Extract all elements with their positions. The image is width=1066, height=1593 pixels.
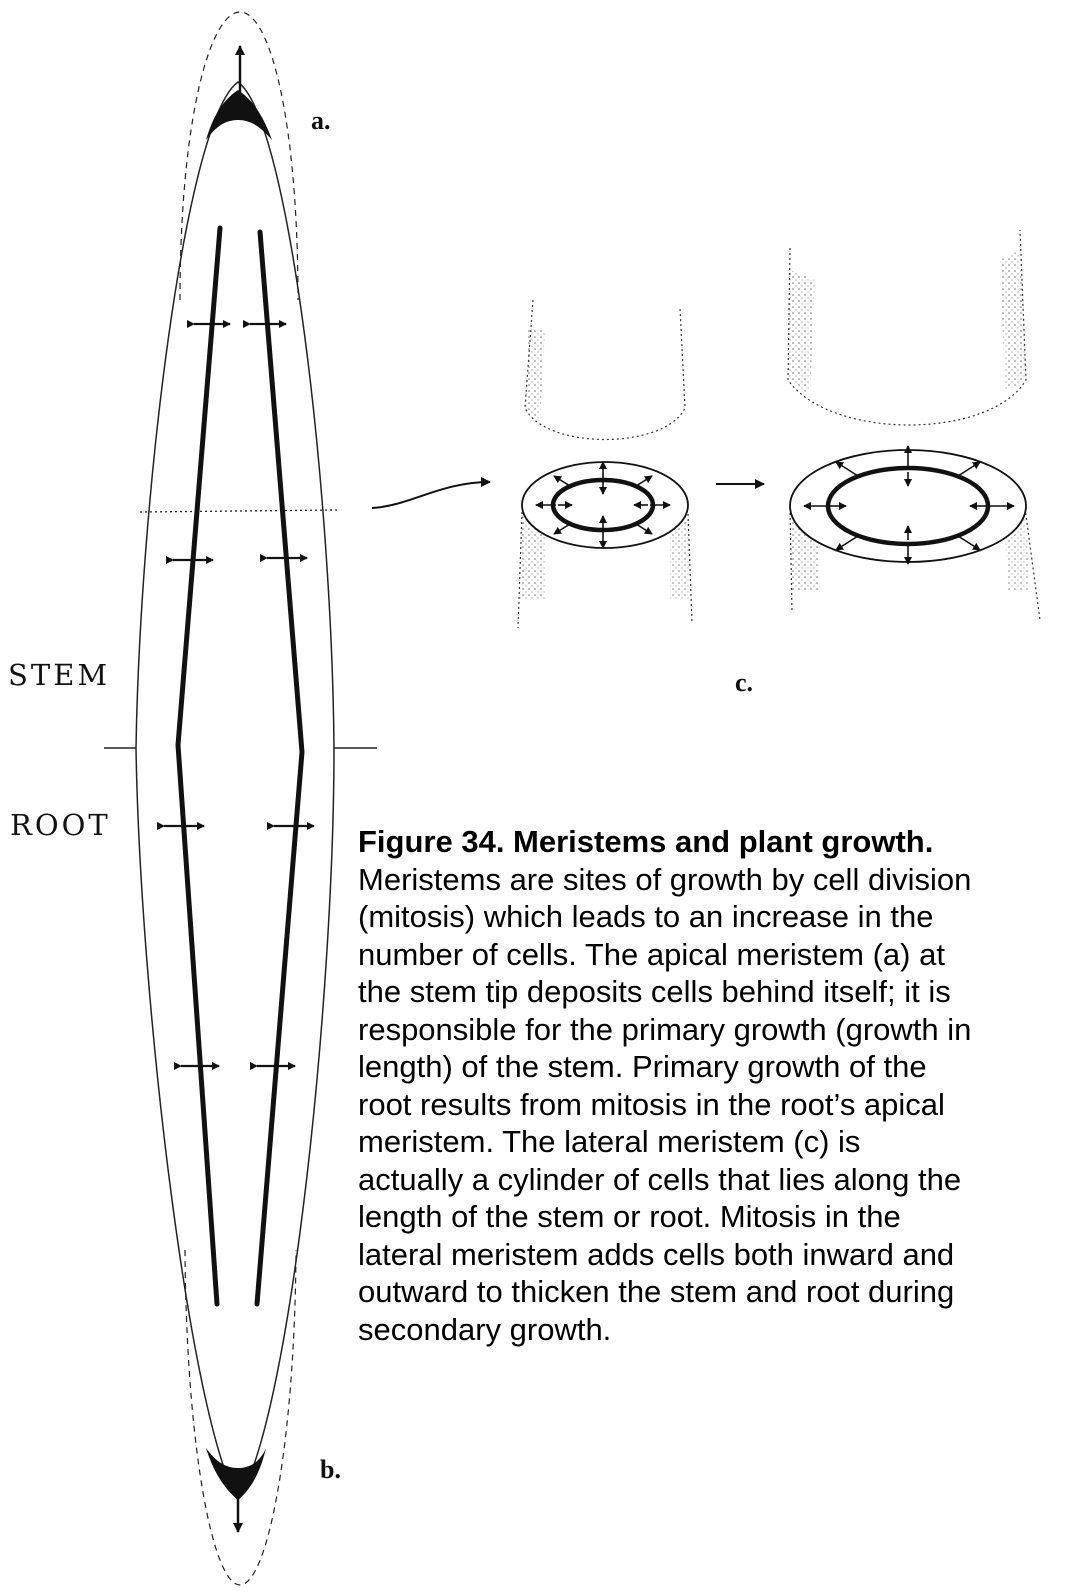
lateral-meristem-section-mature: [788, 230, 1040, 620]
upper-cylinder-mature-shade-right: [1000, 250, 1026, 392]
label-stem: STEM: [8, 658, 110, 692]
caption-line: meristem. The lateral meristem (c) is: [358, 1123, 1066, 1161]
thickening-arrows: [164, 324, 314, 1066]
right-cambium-line: [257, 232, 302, 1304]
lateral-meristem-lines: [178, 228, 302, 1304]
caption-line: length) of the stem. Primary growth of t…: [358, 1048, 1066, 1086]
caption-line: secondary growth.: [358, 1311, 1066, 1349]
upper-cylinder-young-shade: [525, 330, 545, 420]
plant-body: [104, 12, 377, 1585]
root-tip-dashed-outline: [185, 1250, 296, 1585]
caption-title: Figure 34. Meristems and plant growth.: [358, 823, 1066, 861]
left-cambium-line: [178, 228, 220, 1304]
upper-cylinder-mature: [788, 230, 1026, 425]
label-b: b.: [320, 1455, 341, 1485]
upper-cylinder-mature-shade-left: [788, 270, 815, 395]
shoot-apical-meristem: [206, 90, 272, 140]
caption-line: the stem tip deposits cells behind itsel…: [358, 973, 1066, 1011]
caption-line: actually a cylinder of cells that lies a…: [358, 1161, 1066, 1199]
section-dotted-line: [140, 510, 338, 512]
label-a: a.: [311, 106, 331, 136]
lateral-meristem-section-young: [518, 300, 692, 628]
label-root: ROOT: [10, 808, 111, 842]
caption-line: length of the stem or root. Mitosis in t…: [358, 1198, 1066, 1236]
label-c: c.: [735, 668, 753, 698]
caption-line: root results from mitosis in the root’s …: [358, 1086, 1066, 1124]
caption-line: number of cells. The apical meristem (a)…: [358, 936, 1066, 974]
caption-line: Meristems are sites of growth by cell di…: [358, 861, 1066, 899]
caption-line: lateral meristem adds cells both inward …: [358, 1236, 1066, 1274]
caption-line: outward to thicken the stem and root dur…: [358, 1273, 1066, 1311]
figure-caption: Figure 34. Meristems and plant growth. M…: [358, 823, 1066, 1348]
caption-line: responsible for the primary growth (grow…: [358, 1011, 1066, 1049]
plant-body-outline: [136, 82, 334, 1500]
caption-line: (mitosis) which leads to an increase in …: [358, 898, 1066, 936]
upper-cylinder-young: [525, 300, 685, 440]
section-callout-arrow: [372, 482, 490, 508]
